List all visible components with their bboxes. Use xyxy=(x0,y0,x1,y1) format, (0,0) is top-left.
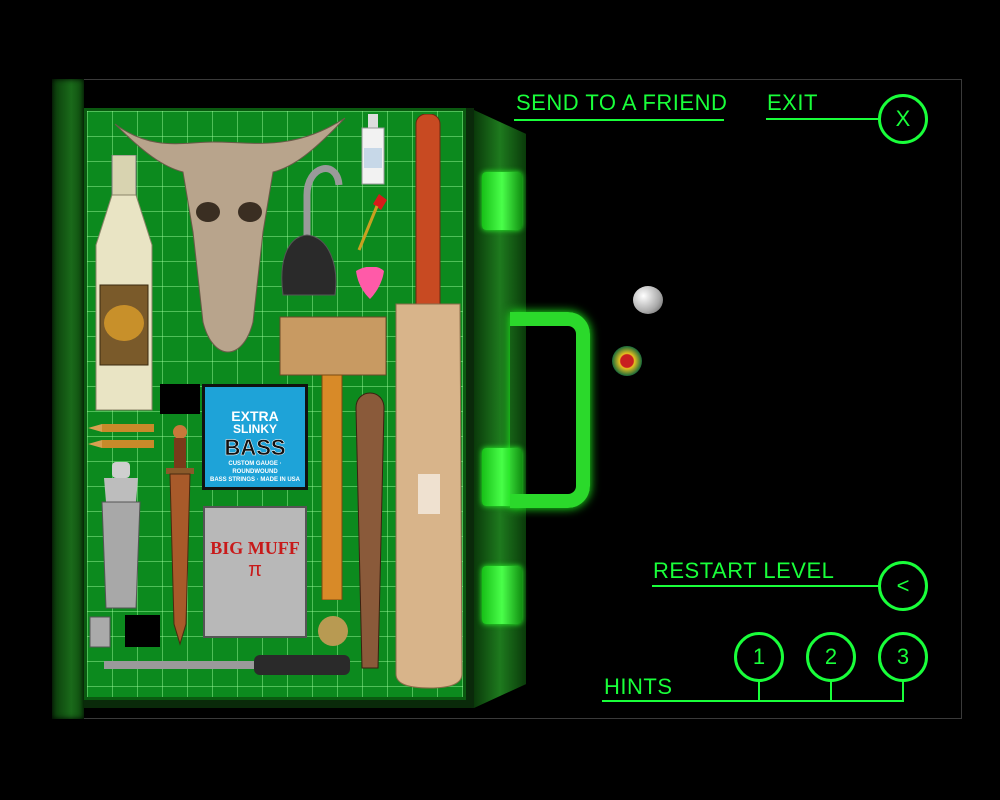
cricket-bat[interactable] xyxy=(390,114,468,689)
empty-slot xyxy=(125,615,160,647)
wooden-mallet[interactable] xyxy=(278,315,388,600)
hint-connector-2 xyxy=(830,680,832,702)
exit-underline xyxy=(766,118,879,120)
guitar-pick[interactable] xyxy=(354,267,386,301)
cocktail-shaker[interactable] xyxy=(92,462,150,610)
golf-ball[interactable] xyxy=(633,286,663,314)
socket-wrench[interactable] xyxy=(84,615,354,681)
rum-bottle[interactable] xyxy=(86,155,162,417)
exit-link[interactable]: EXIT xyxy=(767,90,818,115)
empty-slot xyxy=(160,384,200,414)
hint-connector-1 xyxy=(758,680,760,702)
exit-button[interactable]: X xyxy=(878,94,928,144)
send-to-friend-link[interactable]: SEND TO A FRIEND xyxy=(516,90,728,115)
bass-pack-line3: BASS xyxy=(224,435,286,460)
hint-button-3[interactable]: 3 xyxy=(878,632,928,682)
hint-button-1[interactable]: 1 xyxy=(734,632,784,682)
hint-button-2[interactable]: 2 xyxy=(806,632,856,682)
poker-chip[interactable] xyxy=(612,346,642,376)
hint-connector-3 xyxy=(902,680,904,702)
pedal-symbol: π xyxy=(248,559,262,581)
restart-button[interactable]: < xyxy=(878,561,928,611)
bass-pack-line2: SLINKY xyxy=(232,422,277,436)
dart[interactable] xyxy=(355,190,389,254)
wooden-club[interactable] xyxy=(350,388,390,680)
pedal-label: BIG MUFF xyxy=(210,538,300,558)
restart-underline xyxy=(652,585,880,587)
eye-drops-bottle[interactable] xyxy=(360,114,386,186)
bullets[interactable] xyxy=(84,420,160,452)
briefcase-lid xyxy=(52,79,84,719)
gladius-sword[interactable] xyxy=(160,424,200,646)
hints-label: HINTS xyxy=(604,674,673,699)
pirate-hook[interactable] xyxy=(277,155,343,297)
cow-skull[interactable] xyxy=(113,112,349,374)
bass-pack-foot: CUSTOM GAUGE · ROUNDWOUND xyxy=(228,461,282,475)
briefcase-latch-bottom xyxy=(482,566,522,624)
restart-level-link[interactable]: RESTART LEVEL xyxy=(653,558,835,583)
big-muff-pedal[interactable]: BIG MUFF π xyxy=(203,506,307,638)
hints-underline xyxy=(602,700,904,702)
briefcase-handle xyxy=(510,312,590,508)
bass-pack-foot2: BASS STRINGS · MADE IN USA xyxy=(209,477,300,483)
bass-pack-line1: EXTRA xyxy=(231,408,279,424)
bass-strings-pack[interactable]: EXTRA SLINKY BASS CUSTOM GAUGE · ROUNDWO… xyxy=(202,384,308,490)
send-underline xyxy=(514,119,724,121)
coin[interactable] xyxy=(318,616,348,646)
briefcase-latch-top xyxy=(482,172,522,230)
